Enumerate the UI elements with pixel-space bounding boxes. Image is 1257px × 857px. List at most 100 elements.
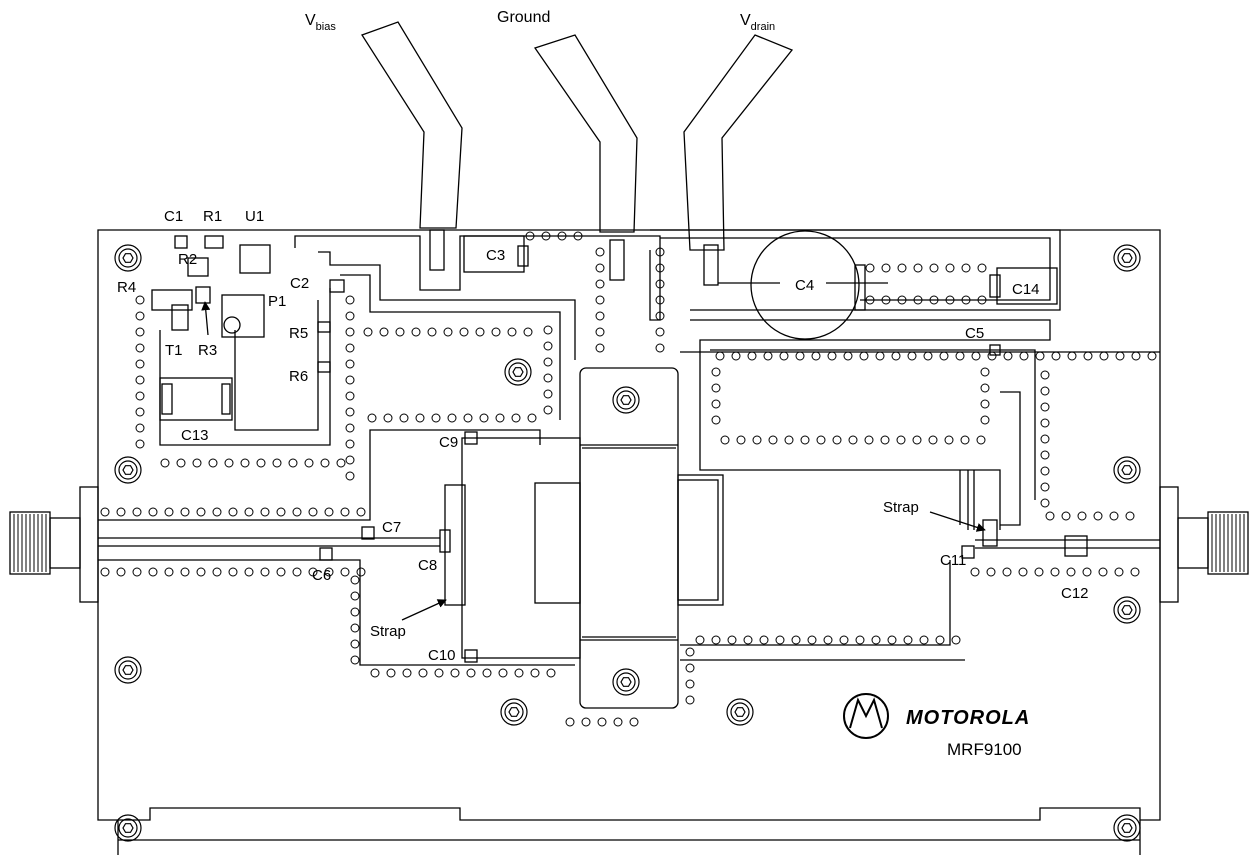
via-hole — [276, 567, 286, 577]
via-hole — [345, 311, 355, 321]
via-hole — [345, 439, 355, 449]
via-hole — [135, 311, 145, 321]
via-hole — [565, 717, 575, 727]
via-hole — [260, 567, 270, 577]
via-hole — [135, 423, 145, 433]
label-c10: C10 — [428, 647, 456, 664]
via-hole — [345, 359, 355, 369]
via-hole — [546, 668, 556, 678]
via-hole — [759, 635, 769, 645]
via-hole — [865, 295, 875, 305]
via-hole — [775, 635, 785, 645]
via-hole — [527, 413, 537, 423]
via-hole — [383, 413, 393, 423]
via-hole — [402, 668, 412, 678]
via-hole — [1040, 418, 1050, 428]
via-hole — [180, 507, 190, 517]
via-hole — [411, 327, 421, 337]
via-hole — [784, 435, 794, 445]
via-hole — [935, 635, 945, 645]
via-hole — [970, 567, 980, 577]
via-hole — [896, 435, 906, 445]
via-hole — [260, 507, 270, 517]
via-hole — [272, 458, 282, 468]
via-hole — [1045, 511, 1055, 521]
via-hole — [685, 663, 695, 673]
screw-head — [726, 698, 754, 726]
via-hole — [1040, 498, 1050, 508]
via-hole — [573, 231, 583, 241]
via-hole — [292, 567, 302, 577]
via-hole — [148, 567, 158, 577]
via-hole — [864, 435, 874, 445]
via-hole — [715, 351, 725, 361]
via-hole — [791, 635, 801, 645]
via-hole — [871, 635, 881, 645]
via-hole — [160, 458, 170, 468]
capacitor-c3 — [463, 235, 525, 273]
via-hole — [345, 327, 355, 337]
via-hole — [980, 367, 990, 377]
via-hole — [308, 507, 318, 517]
via-hole — [897, 295, 907, 305]
via-hole — [827, 351, 837, 361]
via-hole — [1003, 351, 1013, 361]
potentiometer-p1 — [221, 294, 265, 338]
via-hole — [514, 668, 524, 678]
transistor-body — [579, 367, 679, 709]
via-hole — [736, 435, 746, 445]
via-hole — [543, 325, 553, 335]
via-hole — [443, 327, 453, 337]
via-hole — [1093, 511, 1103, 521]
label-vbias: Vbias — [305, 12, 336, 33]
via-hole — [292, 507, 302, 517]
label-r2: R2 — [178, 251, 197, 268]
via-hole — [685, 695, 695, 705]
via-hole — [1019, 351, 1029, 361]
via-hole — [543, 405, 553, 415]
via-hole — [208, 458, 218, 468]
via-hole — [811, 351, 821, 361]
via-hole — [543, 389, 553, 399]
via-hole — [212, 567, 222, 577]
via-hole — [1051, 351, 1061, 361]
via-hole — [415, 413, 425, 423]
via-hole — [655, 343, 665, 353]
screw-head — [612, 668, 640, 696]
via-hole — [903, 635, 913, 645]
via-hole — [928, 435, 938, 445]
via-hole — [511, 413, 521, 423]
screw-head — [114, 814, 142, 842]
via-hole — [1050, 567, 1060, 577]
via-hole — [1130, 567, 1140, 577]
via-hole — [595, 327, 605, 337]
via-hole — [711, 367, 721, 377]
via-hole — [345, 471, 355, 481]
via-hole — [795, 351, 805, 361]
motorola-logo-mark — [843, 693, 889, 739]
via-hole — [463, 413, 473, 423]
label-c3: C3 — [486, 247, 505, 264]
via-hole — [135, 439, 145, 449]
via-hole — [350, 607, 360, 617]
via-holes — [100, 231, 1157, 727]
via-hole — [466, 668, 476, 678]
via-hole — [944, 435, 954, 445]
cable-drain — [683, 34, 794, 251]
via-hole — [276, 507, 286, 517]
via-hole — [951, 635, 961, 645]
via-hole — [848, 435, 858, 445]
via-hole — [135, 343, 145, 353]
brand-name: MOTOROLA — [906, 707, 1030, 729]
label-c13: C13 — [181, 427, 209, 444]
via-hole — [720, 435, 730, 445]
via-hole — [100, 567, 110, 577]
via-hole — [971, 351, 981, 361]
via-hole — [1040, 370, 1050, 380]
board-outline — [97, 229, 1161, 821]
via-hole — [180, 567, 190, 577]
via-hole — [543, 341, 553, 351]
via-hole — [498, 668, 508, 678]
via-hole — [256, 458, 266, 468]
